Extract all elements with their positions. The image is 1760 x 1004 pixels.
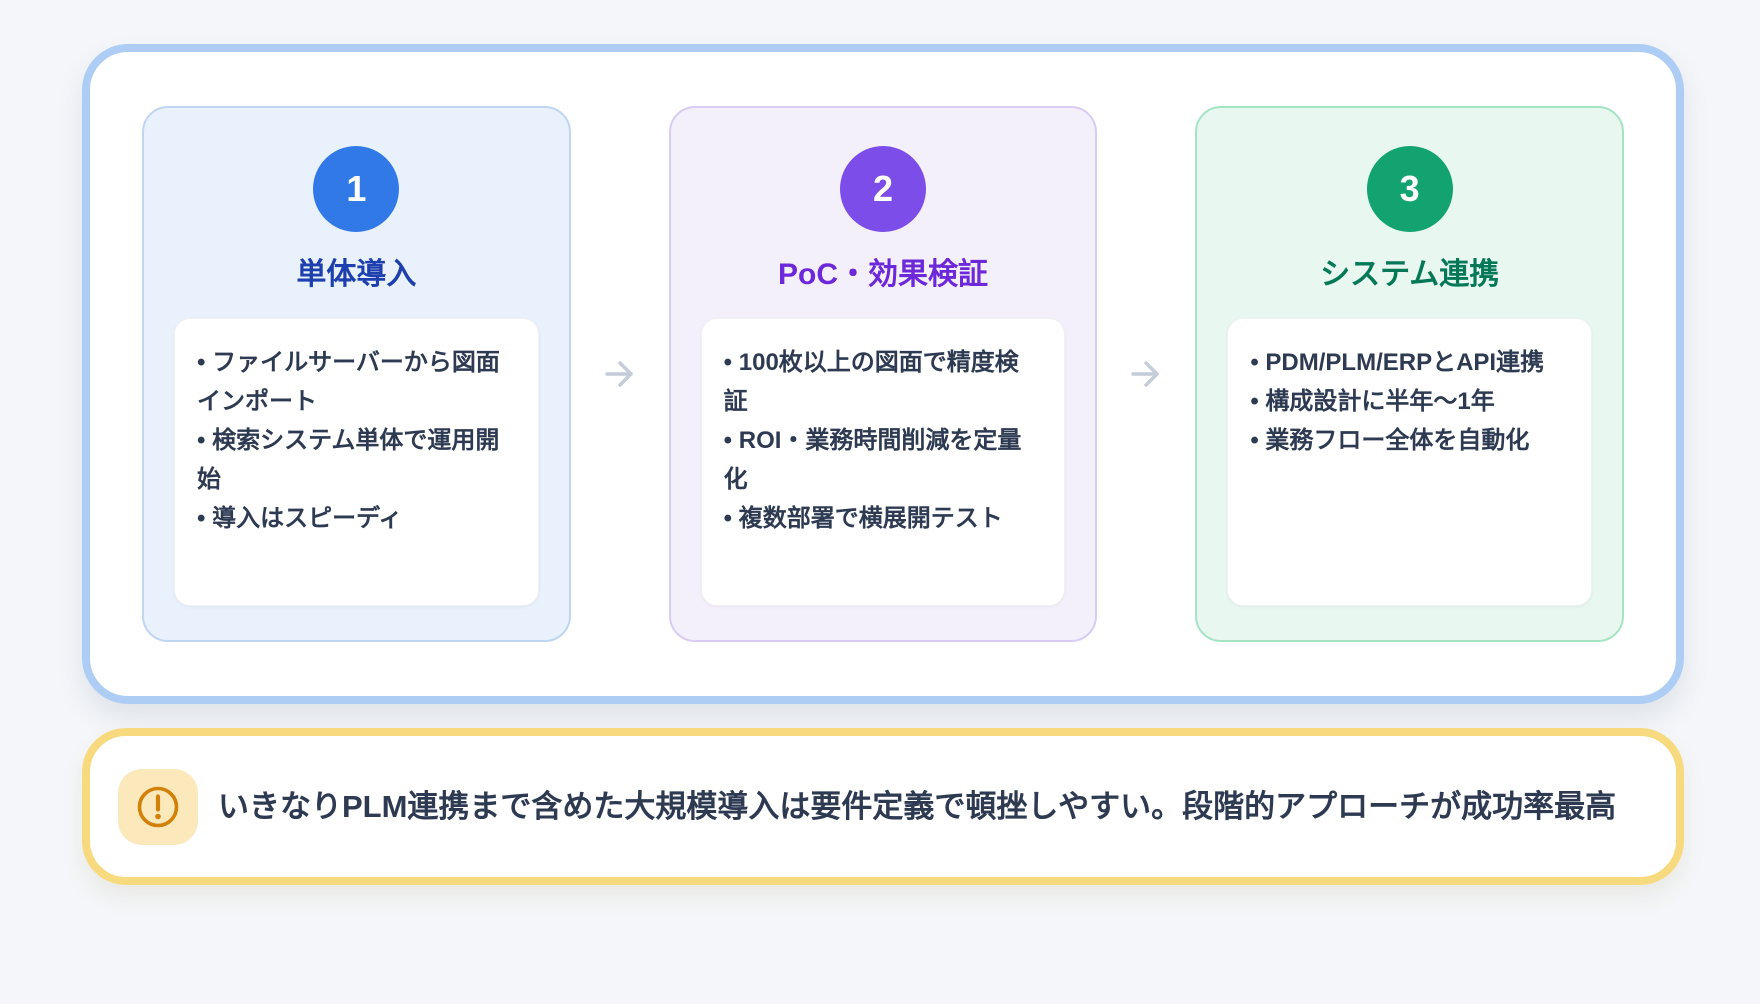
step-3-details-box: PDM/PLM/ERPとAPI連携 構成設計に半年〜1年 業務フロー全体を自動化 (1227, 318, 1593, 606)
step-2-item: 100枚以上の図面で精度検証 (724, 343, 1043, 421)
step-2-title: PoC・効果検証 (778, 258, 988, 291)
step-3-item: PDM/PLM/ERPとAPI連携 (1250, 343, 1569, 382)
step-2-details-box: 100枚以上の図面で精度検証 ROI・業務時間削減を定量化 複数部署で横展開テス… (700, 318, 1066, 606)
note-panel: いきなりPLM連携まで含めた大規模導入は要件定義で頓挫しやすい。段階的アプローチ… (82, 728, 1684, 885)
arrow-right-icon (571, 106, 669, 642)
step-1-item: ファイルサーバーから図面インポート (197, 343, 516, 421)
alert-circle-icon (137, 786, 179, 827)
note-text: いきなりPLM連携まで含めた大規模導入は要件定義で頓挫しやすい。段階的アプローチ… (218, 788, 1617, 824)
step-1-details-box: ファイルサーバーから図面インポート 検索システム単体で運用開始 導入はスピーディ (174, 318, 539, 606)
roadmap-panel: 1 単体導入 ファイルサーバーから図面インポート 検索システム単体で運用開始 導… (82, 44, 1684, 704)
step-card-3: 3 システム連携 PDM/PLM/ERPとAPI連携 構成設計に半年〜1年 業務… (1195, 106, 1625, 642)
step-1-number-badge: 1 (313, 146, 400, 232)
step-1-item: 検索システム単体で運用開始 (197, 421, 516, 499)
step-3-title: システム連携 (1320, 258, 1500, 291)
step-2-item: ROI・業務時間削減を定量化 (724, 421, 1043, 499)
step-2-number-badge: 2 (840, 146, 926, 232)
steps-row: 1 単体導入 ファイルサーバーから図面インポート 検索システム単体で運用開始 導… (142, 106, 1625, 642)
step-3-item: 業務フロー全体を自動化 (1250, 421, 1569, 460)
step-2-item: 複数部署で横展開テスト (724, 499, 1043, 538)
step-1-item: 導入はスピーディ (197, 499, 516, 538)
step-3-number-badge: 3 (1366, 146, 1453, 232)
arrow-right-icon (1097, 106, 1195, 642)
step-1-title: 単体導入 (296, 258, 417, 291)
step-card-1: 1 単体導入 ファイルサーバーから図面インポート 検索システム単体で運用開始 導… (142, 106, 571, 642)
alert-icon-badge (118, 768, 198, 845)
step-card-2: 2 PoC・効果検証 100枚以上の図面で精度検証 ROI・業務時間削減を定量化… (668, 106, 1098, 642)
step-3-item: 構成設計に半年〜1年 (1250, 382, 1569, 421)
